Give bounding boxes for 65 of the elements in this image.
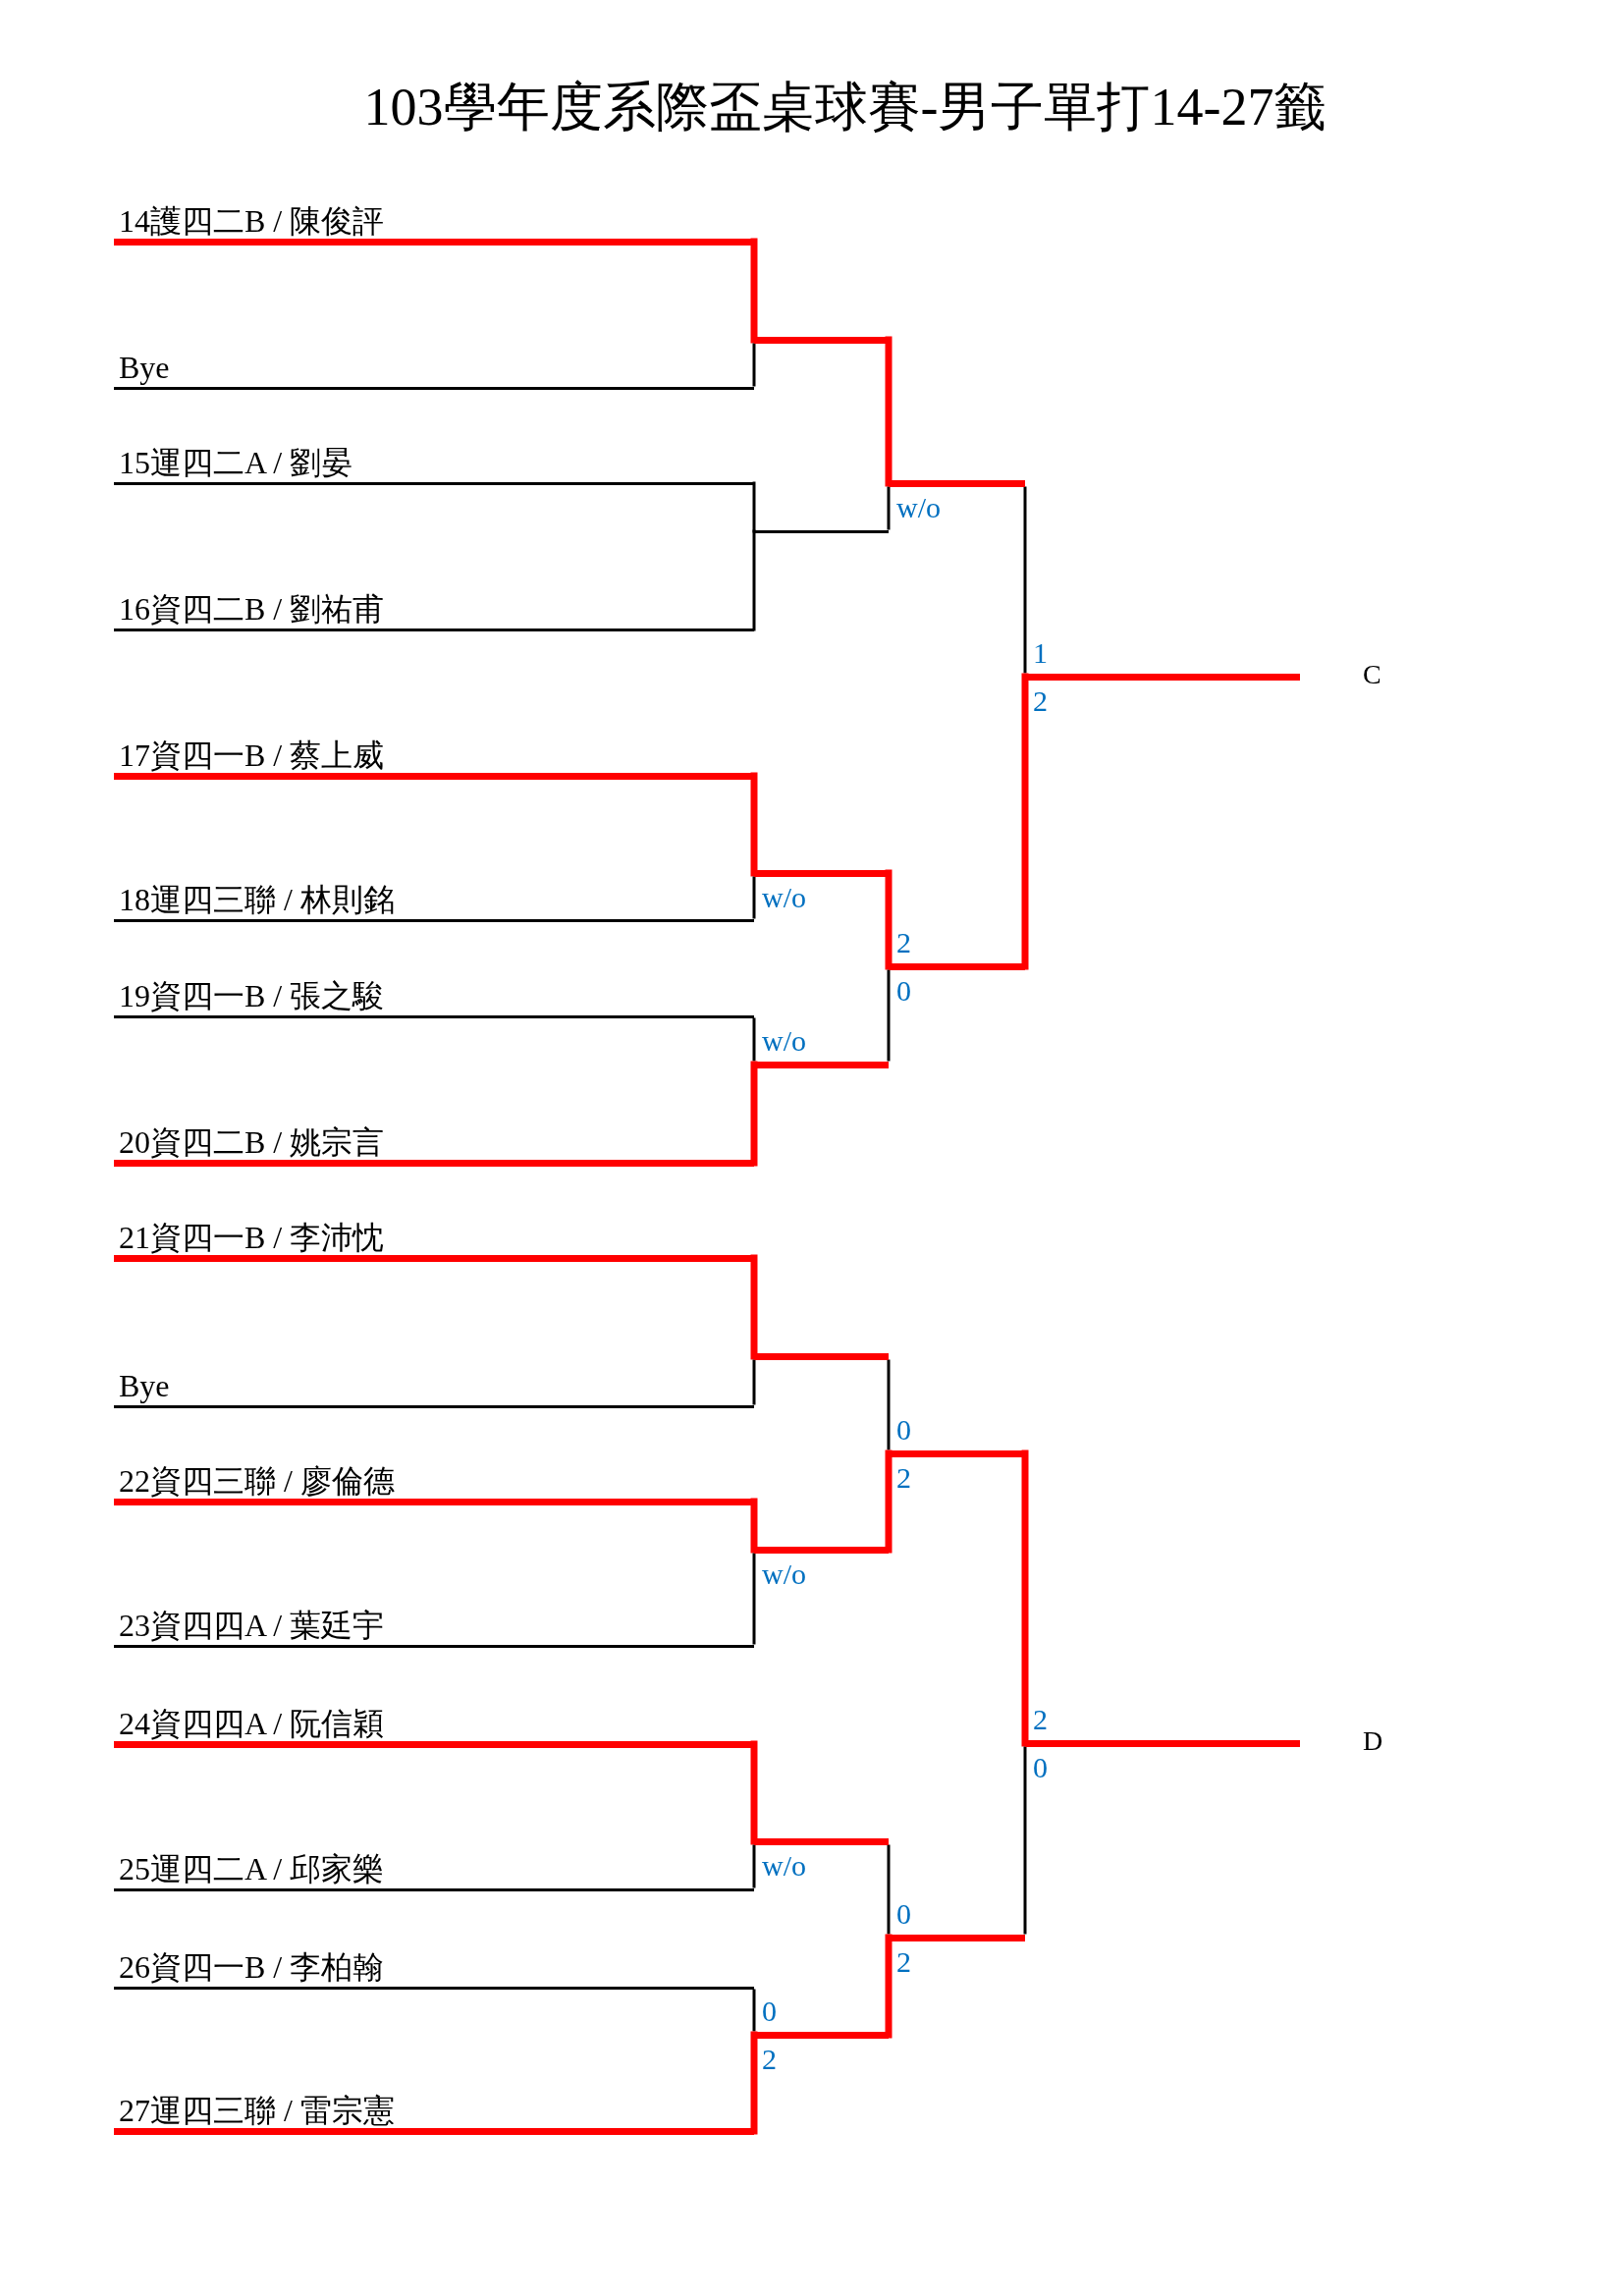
score-label: w/o (762, 1849, 806, 1882)
bracket-connector (752, 1989, 756, 2032)
score-label: 0 (1033, 1751, 1048, 1783)
player-name: 17資四一B / 蔡上威 (119, 738, 385, 773)
bracket-connector (1021, 673, 1029, 970)
player-name: 22資四三聯 / 廖倫德 (119, 1463, 395, 1499)
bracket-connector (750, 238, 758, 344)
score-label: 2 (1033, 1703, 1048, 1735)
player-name: Bye (119, 350, 170, 385)
bracket-connector (885, 869, 893, 970)
bracket-connector (887, 969, 891, 1062)
bracket-connector (887, 1359, 891, 1450)
score-label: 2 (896, 1461, 911, 1494)
player-name: Bye (119, 1368, 170, 1403)
player-name: 19資四一B / 張之駿 (119, 978, 385, 1013)
bracket-connector (750, 1498, 758, 1554)
bracket-connector (885, 336, 893, 487)
score-label: 2 (896, 1945, 911, 1978)
bracket-connector (1023, 486, 1027, 674)
bracket-connector (752, 1359, 756, 1405)
bracket-connector (750, 1254, 758, 1360)
player-name: 23資四四A / 葉廷宇 (119, 1608, 385, 1643)
bracket-connector (752, 1553, 756, 1645)
player-name: 18運四三聯 / 林則銘 (119, 882, 395, 917)
bracket-connector (752, 529, 756, 631)
score-label: 2 (896, 926, 911, 958)
score-label: 2 (1033, 684, 1048, 717)
slot-label: D (1363, 1726, 1383, 1757)
score-label: 2 (762, 2043, 777, 2075)
score-label: w/o (896, 491, 941, 523)
bracket-connector (752, 481, 756, 533)
bracket-connector (752, 1017, 756, 1062)
score-label: 0 (896, 1413, 911, 1446)
bracket-line (754, 529, 889, 533)
bracket-connector (750, 1061, 758, 1167)
player-name: 25運四二A / 邱家樂 (119, 1851, 385, 1886)
score-label: 0 (896, 1897, 911, 1930)
bracket-connector (750, 2031, 758, 2135)
bracket-connector (752, 876, 756, 919)
score-label: w/o (762, 1024, 806, 1057)
bracket-connector (887, 486, 891, 530)
player-name: 26資四一B / 李柏翰 (119, 1949, 385, 1985)
score-label: 0 (896, 974, 911, 1007)
bracket-connector (1021, 1449, 1029, 1747)
bracket-connector (750, 1740, 758, 1845)
bracket-connector (887, 1844, 891, 1935)
player-name: 21資四一B / 李沛忱 (119, 1220, 385, 1255)
player-name: 20資四二B / 姚宗言 (119, 1124, 385, 1160)
title: 103學年度系際盃桌球賽-男子單打14-27籤 (363, 79, 1327, 137)
player-name: 15運四二A / 劉晏 (119, 445, 353, 480)
player-name: 16資四二B / 劉祐甫 (119, 591, 385, 627)
player-name: 27運四三聯 / 雷宗憲 (119, 2093, 395, 2128)
player-name: 24資四四A / 阮信穎 (119, 1706, 385, 1741)
bracket-connector (752, 343, 756, 387)
slot-label: C (1363, 660, 1381, 690)
bracket-connector (885, 1934, 893, 2039)
bracket-connector (885, 1449, 893, 1554)
score-label: w/o (762, 1558, 806, 1590)
bracket-connector (1023, 1746, 1027, 1935)
player-name: 14護四二B / 陳俊評 (119, 203, 385, 239)
bracket-connector (750, 772, 758, 877)
score-label: 1 (1033, 636, 1048, 669)
score-label: w/o (762, 881, 806, 913)
score-label: 0 (762, 1995, 777, 2027)
bracket-connector (752, 1844, 756, 1888)
